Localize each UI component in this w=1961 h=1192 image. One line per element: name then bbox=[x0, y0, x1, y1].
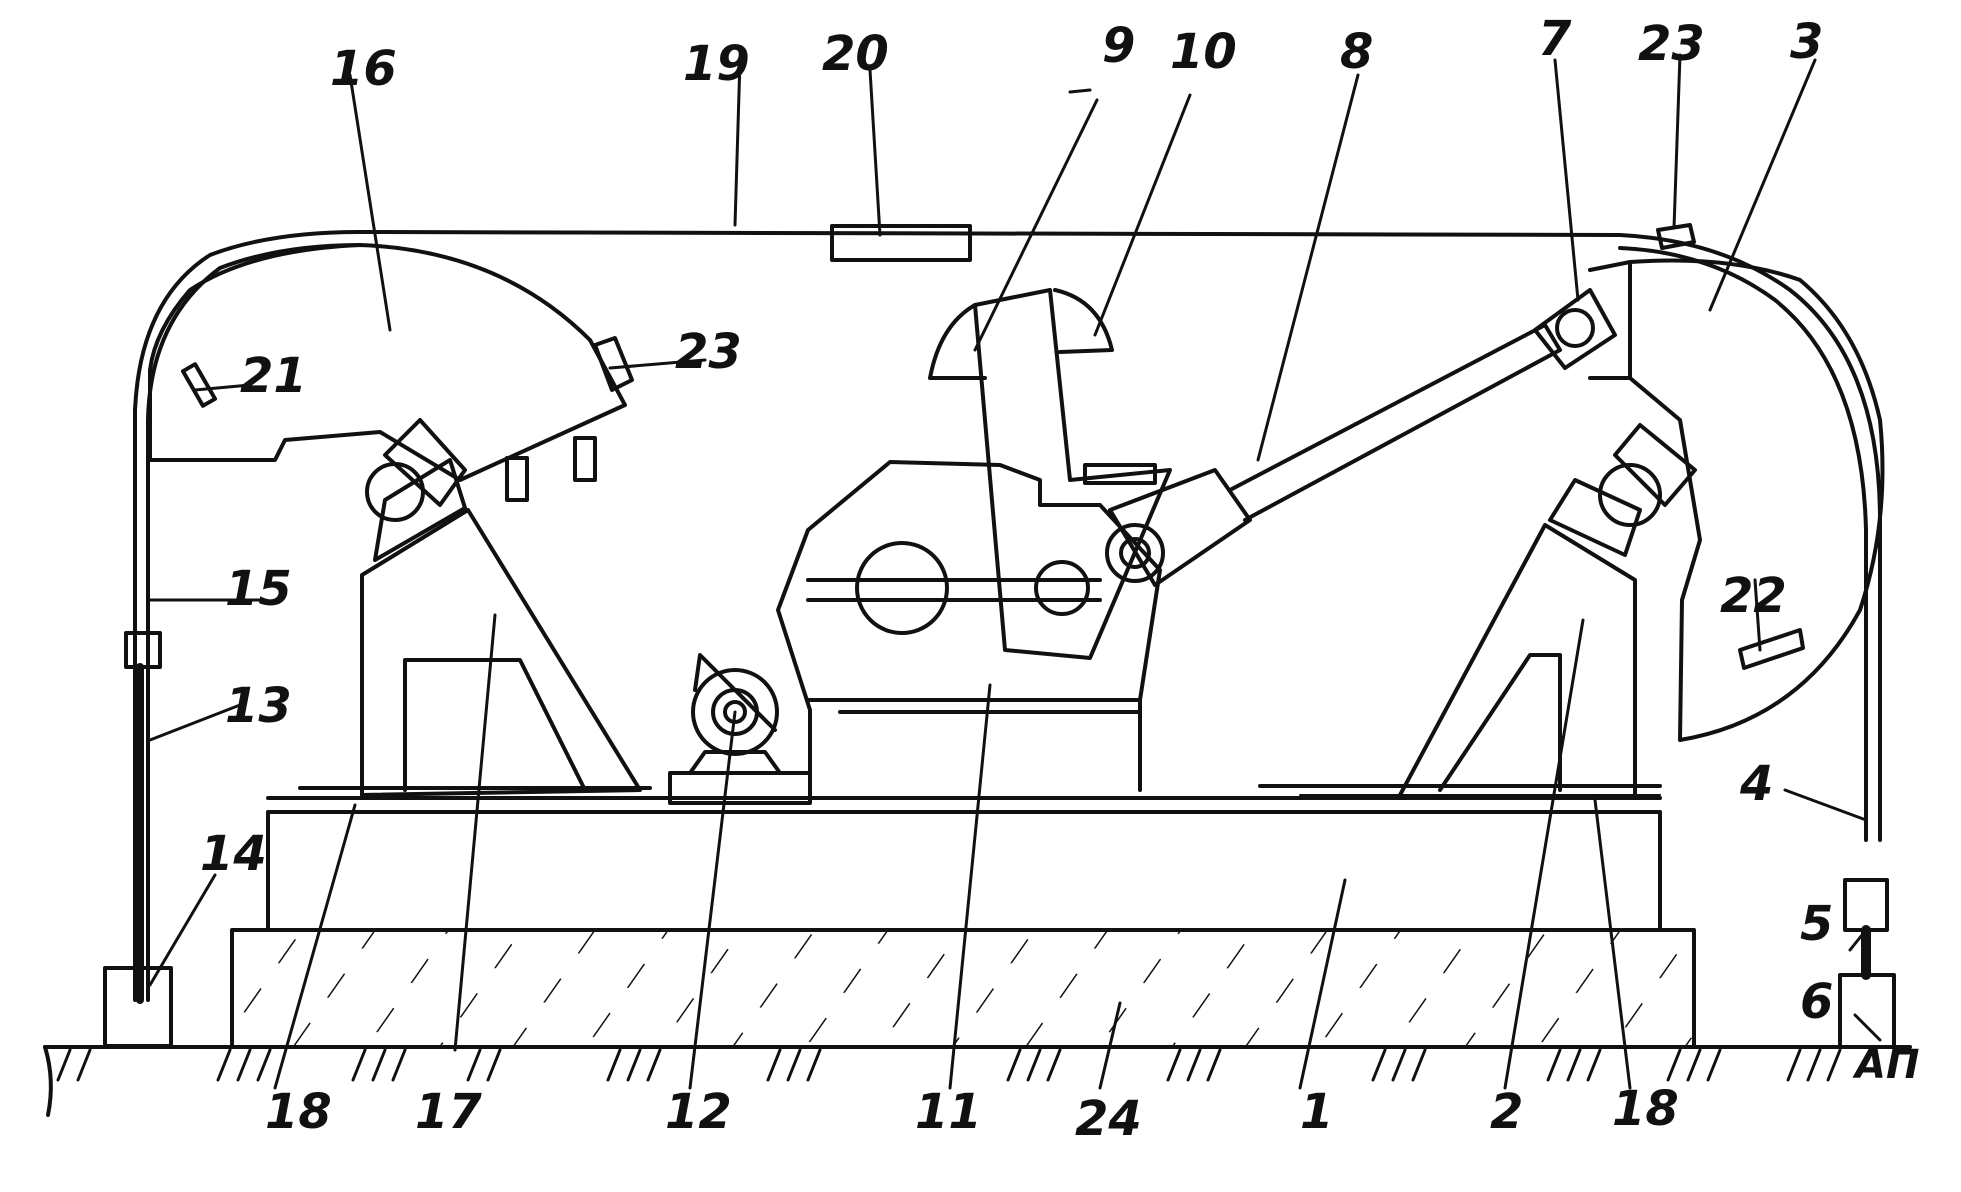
callout-labels: 16 19 20 9 10 8 7 23 3 23 21 22 15 13 14… bbox=[200, 11, 1919, 1147]
connecting-rod bbox=[1105, 260, 1632, 587]
callout-3: 3 bbox=[1790, 14, 1823, 70]
callout-5: 5 bbox=[1800, 896, 1833, 952]
callout-2: 2 bbox=[1490, 1084, 1523, 1140]
callout-23-left: 23 bbox=[675, 324, 742, 380]
left-stand bbox=[360, 418, 642, 797]
callout-4: 4 bbox=[1739, 756, 1773, 812]
callout-16: 16 bbox=[330, 41, 397, 97]
callout-13: 13 bbox=[225, 678, 292, 734]
callout-21: 21 bbox=[240, 348, 307, 404]
callout-14: 14 bbox=[200, 826, 267, 882]
callout-24: 24 bbox=[1075, 1091, 1142, 1147]
callout-22: 22 bbox=[1720, 568, 1787, 624]
callout-7: 7 bbox=[1538, 11, 1572, 67]
callout-8: 8 bbox=[1340, 24, 1373, 80]
callout-18-left: 18 bbox=[265, 1084, 332, 1140]
callout-11: 11 bbox=[915, 1084, 982, 1140]
ground-mark: AП bbox=[1852, 1042, 1919, 1088]
callout-15: 15 bbox=[225, 561, 292, 617]
callout-6: 6 bbox=[1800, 974, 1833, 1030]
belt-path bbox=[103, 223, 1896, 1049]
gearbox bbox=[776, 460, 1162, 792]
callout-20: 20 bbox=[822, 26, 889, 82]
right-stand bbox=[1398, 423, 1697, 797]
callout-1: 1 bbox=[1300, 1084, 1333, 1140]
callout-17: 17 bbox=[415, 1084, 482, 1140]
callout-23-top: 23 bbox=[1638, 16, 1705, 72]
callout-9: 9 bbox=[1102, 18, 1135, 74]
callout-10: 10 bbox=[1170, 24, 1237, 80]
right-segment-housing bbox=[1628, 258, 1885, 742]
crank-arm bbox=[928, 288, 1172, 660]
frame-base bbox=[266, 784, 1662, 932]
callout-19: 19 bbox=[683, 36, 750, 92]
leader-lines bbox=[148, 53, 1882, 1090]
motor bbox=[668, 653, 812, 805]
callout-18-right: 18 bbox=[1612, 1081, 1679, 1137]
callout-12: 12 bbox=[665, 1084, 732, 1140]
